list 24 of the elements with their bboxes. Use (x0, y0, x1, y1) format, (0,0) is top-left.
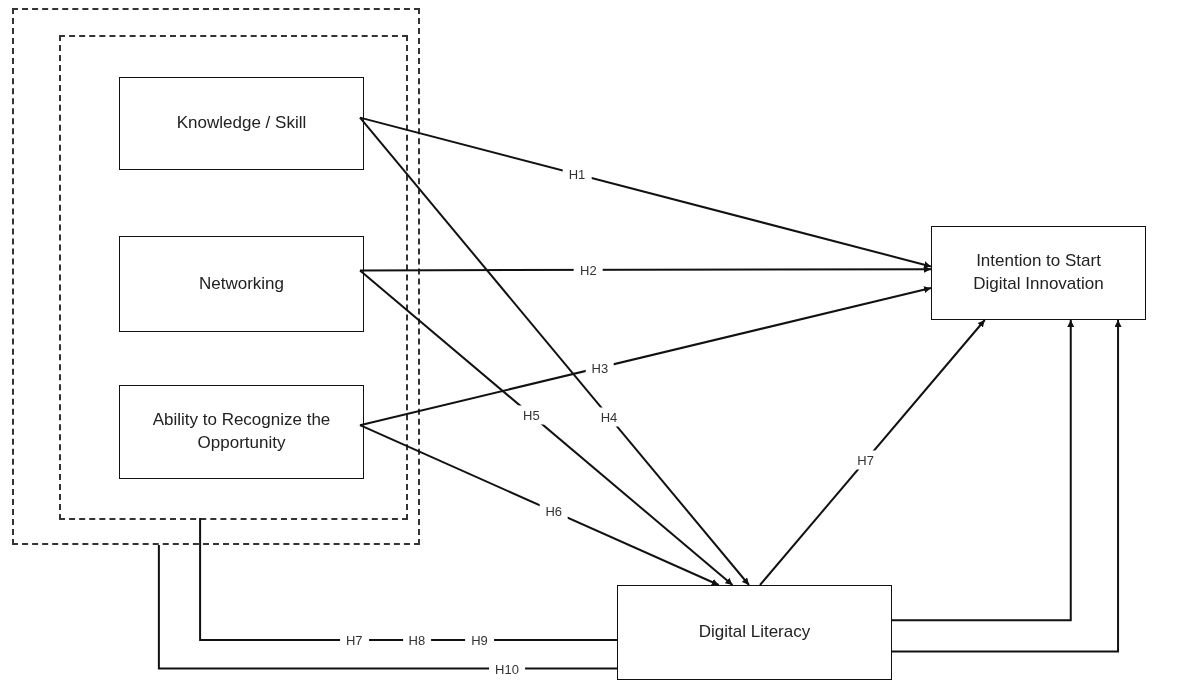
node-label: Digital Literacy (698, 621, 811, 644)
arrow (359, 424, 720, 586)
construct-box (119, 236, 364, 332)
node-label: Networking (198, 272, 284, 295)
arrow (359, 286, 932, 427)
arrow (359, 265, 932, 273)
dashed-group-box (12, 8, 420, 545)
arrow (759, 319, 986, 586)
construct-box (119, 385, 364, 479)
arrow (359, 116, 750, 586)
edge-label: H7 H8 H9 (339, 630, 494, 650)
dashed-group-box (59, 35, 408, 520)
construct-box (931, 226, 1146, 320)
arrow (891, 319, 1075, 622)
arrow (359, 116, 932, 269)
node-label: Ability to Recognize the Opportunity (151, 409, 332, 454)
node-label: Knowledge / Skill (176, 112, 307, 135)
construct-box (617, 585, 892, 680)
node-label: Intention to Start Digital Innovation (972, 250, 1105, 295)
edge-label: H5 (517, 405, 546, 425)
arrow (891, 319, 1122, 653)
arrow (359, 269, 734, 586)
edge-label: H6 (539, 501, 569, 521)
construct-box (119, 77, 364, 170)
